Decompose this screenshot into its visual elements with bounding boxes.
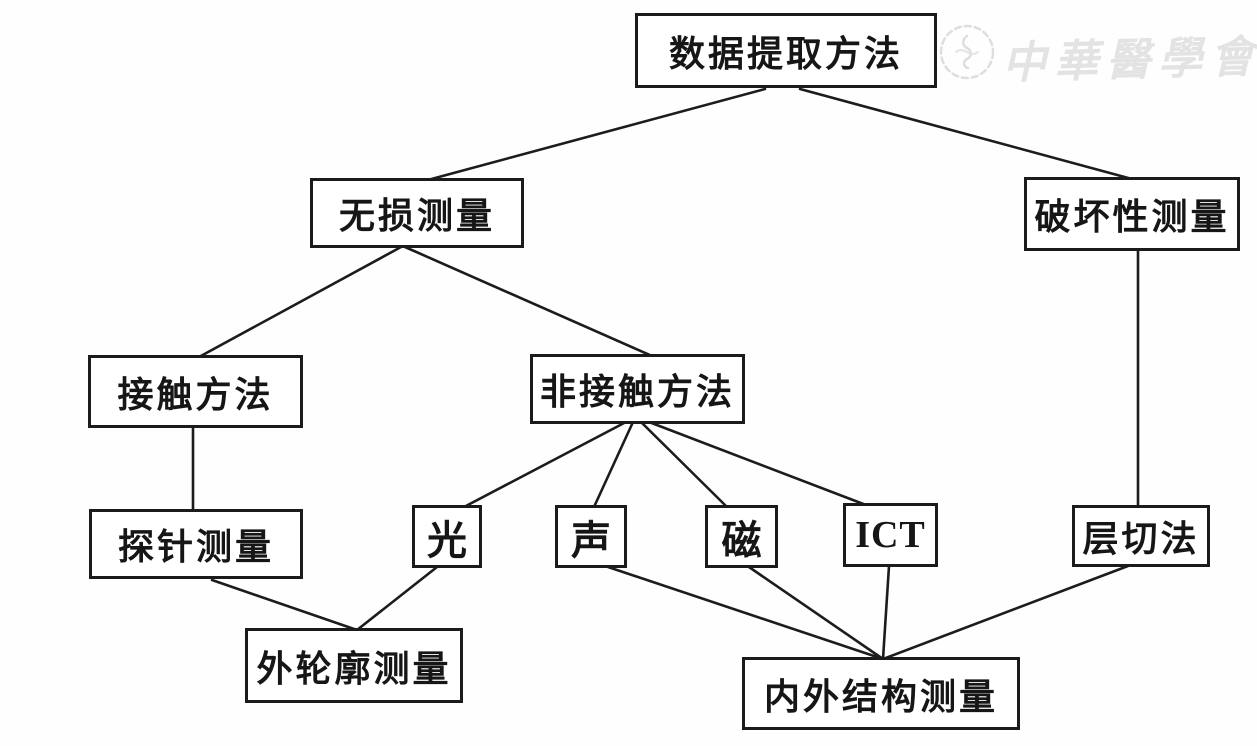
edge-nondestructive-contact	[197, 245, 403, 359]
node-magnetic: 磁	[705, 505, 778, 568]
node-contact-method: 接触方法	[88, 355, 303, 428]
watermark-seal-icon	[939, 24, 995, 80]
edge-sound-inner-outer	[606, 565, 885, 661]
edge-nondestructive-noncontact	[403, 245, 654, 358]
node-nondestructive-measurement: 无损测量	[310, 178, 524, 248]
edge-root-nondestructive	[422, 87, 767, 183]
node-destructive-measurement: 破坏性测量	[1024, 177, 1240, 251]
edge-noncontact-sound	[592, 420, 635, 509]
node-outer-contour-measurement: 外轮廓测量	[245, 628, 463, 703]
node-inner-outer-structure-measurement: 内外结构测量	[742, 657, 1020, 730]
node-ict: ICT	[843, 503, 938, 567]
edge-noncontact-light	[462, 420, 628, 509]
node-noncontact-method: 非接触方法	[530, 354, 745, 424]
edge-magnetic-inner-outer	[747, 565, 885, 661]
edge-noncontact-ict	[647, 420, 868, 507]
edge-probe-outer-contour	[210, 578, 359, 632]
edge-noncontact-magnetic	[639, 420, 729, 509]
edge-light-outer-contour	[355, 565, 439, 632]
edge-root-destructive	[798, 87, 1134, 181]
edge-ict-inner-outer	[881, 564, 891, 661]
node-layer-slicing-method: 层切法	[1072, 505, 1210, 567]
edge-slicing-inner-outer	[881, 564, 1130, 661]
node-probe-measurement: 探针测量	[89, 509, 303, 579]
node-data-extraction-methods: 数据提取方法	[635, 13, 937, 88]
node-light: 光	[412, 505, 482, 568]
node-sound: 声	[555, 505, 627, 568]
